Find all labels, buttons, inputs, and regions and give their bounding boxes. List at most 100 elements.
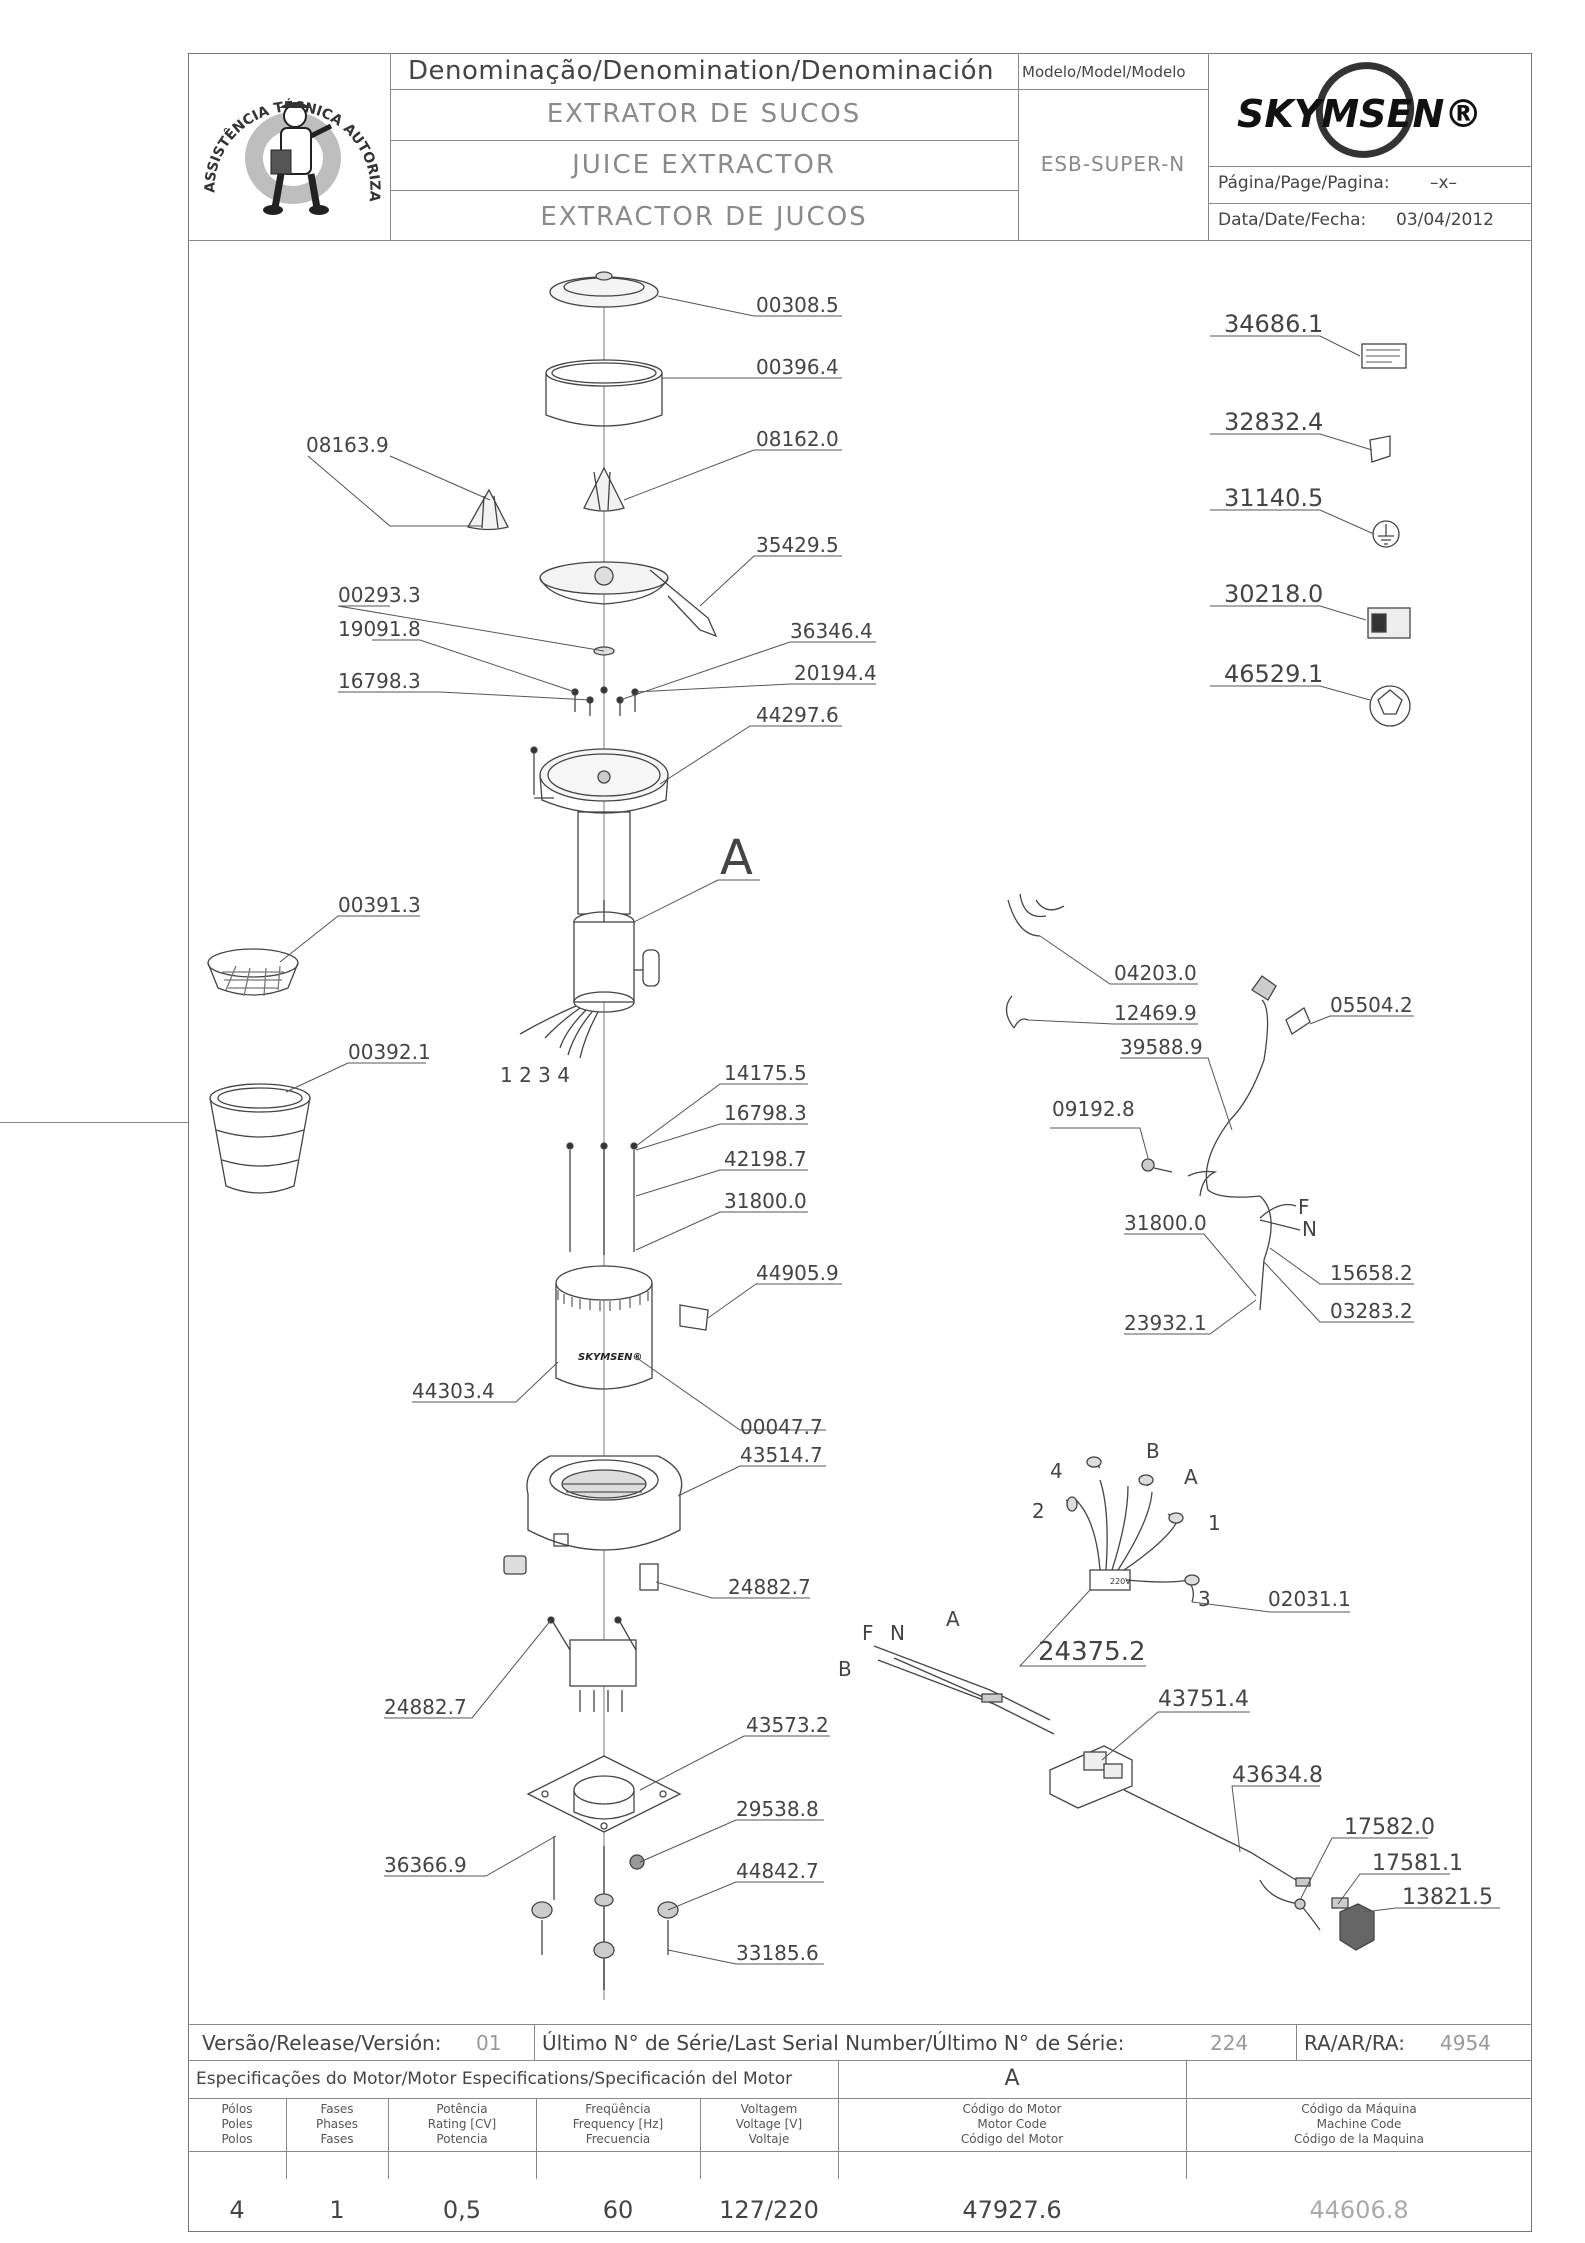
version-value: 01 — [476, 2031, 502, 2055]
skymsen-logo: SKYMSEN® — [1237, 62, 1482, 158]
label-assembly-a: A — [720, 830, 753, 886]
label-43514-7: 43514.7 — [740, 1443, 823, 1467]
model-label: Modelo/Model/Modelo — [1022, 63, 1186, 81]
terminal-label-b: B — [1146, 1439, 1160, 1463]
label-32832-4: 32832.4 — [1224, 408, 1323, 436]
label-23932-1: 23932.1 — [1124, 1311, 1207, 1335]
label-05504-2: 05504.2 — [1330, 993, 1413, 1017]
label-20194-4: 20194.4 — [794, 661, 877, 685]
name-es: EXTRACTOR DE JUCOS — [540, 202, 868, 232]
label-29538-8: 29538.8 — [736, 1797, 819, 1821]
label-34686-1: 34686.1 — [1224, 310, 1323, 338]
cable-bundle-part — [873, 1645, 1055, 1735]
label-24375-2: 24375.2 — [1038, 1637, 1146, 1667]
drawing-sheet — [188, 53, 1532, 2232]
label-35429-5: 35429.5 — [756, 533, 839, 557]
motor-assembly-part — [519, 900, 660, 1059]
reamer-small-part — [467, 488, 509, 531]
label-33185-6: 33185.6 — [736, 1941, 819, 1965]
label-36366-9: 36366.9 — [384, 1853, 467, 1877]
label-16798-3-a: 16798.3 — [338, 669, 421, 693]
cable-label-a: A — [946, 1607, 960, 1631]
label-19091-8: 19091.8 — [338, 617, 421, 641]
svg-text:220V: 220V — [1110, 1577, 1131, 1586]
inmetro-seal-part — [1369, 685, 1411, 727]
svg-text:SKYMSEN®: SKYMSEN® — [1237, 92, 1482, 136]
power-plug-part — [1251, 975, 1277, 1001]
sticker-part — [1369, 435, 1391, 463]
cable-label-b: B — [838, 1657, 852, 1681]
authorized-assistance-stamp: ASSISTÊNCIA TÉCNICA AUTORIZADA — [195, 58, 383, 215]
label-13821-5: 13821.5 — [1402, 1885, 1493, 1910]
capacitor-bracket-part — [639, 1563, 659, 1591]
cup-ring-part — [545, 359, 663, 427]
label-44842-7: 44842.7 — [736, 1859, 819, 1883]
terminal-label-2: 2 — [1032, 1499, 1045, 1523]
housing-cylinder-part: SKYMSEN® — [555, 1265, 653, 1390]
connector-part — [1294, 1898, 1306, 1910]
motor-code-value: 47927.6 — [962, 2196, 1062, 2224]
label-00396-4: 00396.4 — [756, 355, 839, 379]
on-off-switch-part — [1339, 1903, 1375, 1951]
label-08163-9: 08163.9 — [306, 433, 389, 457]
terminal-label-4: 4 — [1050, 1459, 1063, 1483]
denomination-label: Denominação/Denomination/Denominación — [408, 56, 994, 86]
name-pt: EXTRATOR DE SUCOS — [546, 99, 862, 129]
label-30218-0: 30218.0 — [1224, 580, 1323, 608]
pulp-cup-part — [209, 1083, 311, 1194]
name-en: JUICE EXTRACTOR — [572, 150, 836, 180]
serial-label: Último N° de Série/Last Serial Number/Úl… — [542, 2031, 1125, 2055]
fold-mark — [0, 1122, 188, 1123]
machine-code-value: 44606.8 — [1309, 2196, 1409, 2224]
page-label: Página/Page/Pagina: — [1218, 173, 1390, 193]
label-39588-9: 39588.9 — [1120, 1035, 1203, 1059]
label-42198-7: 42198.7 — [724, 1147, 807, 1171]
label-43751-4: 43751.4 — [1158, 1687, 1249, 1712]
label-17582-0: 17582.0 — [1344, 1815, 1435, 1840]
motor-wire-numbers: 1 2 3 4 — [500, 1063, 570, 1087]
label-31800-0-b: 31800.0 — [1124, 1211, 1207, 1235]
tank-top-part — [534, 748, 669, 814]
label-44297-6: 44297.6 — [756, 703, 839, 727]
label-14175-5: 14175.5 — [724, 1061, 807, 1085]
label-15658-2: 15658.2 — [1330, 1261, 1413, 1285]
plug-tag-part — [1285, 1007, 1311, 1035]
rating-value: 0,5 — [442, 2196, 482, 2224]
version-label: Versão/Release/Versión: — [202, 2031, 442, 2055]
wire-label-f: F — [1298, 1195, 1310, 1219]
label-00308-5: 00308.5 — [756, 293, 839, 317]
label-12469-9: 12469.9 — [1114, 1001, 1197, 1025]
voltage-value: 127/220 — [719, 2196, 819, 2224]
switch-button-part — [503, 1555, 527, 1575]
ra-value: 4954 — [1440, 2031, 1491, 2055]
label-00391-3: 00391.3 — [338, 893, 421, 917]
cable-gland-part — [1141, 1158, 1155, 1172]
label-43634-8: 43634.8 — [1232, 1763, 1323, 1788]
date-value: 03/04/2012 — [1396, 210, 1494, 230]
label-00047-7: 00047.7 — [740, 1415, 823, 1439]
label-46529-1: 46529.1 — [1224, 660, 1323, 688]
phases-value: 1 — [329, 2196, 345, 2224]
ra-label: RA/AR/RA: — [1304, 2031, 1405, 2055]
fan-gear-part — [629, 1854, 645, 1870]
wire-label-n: N — [1302, 1217, 1317, 1241]
label-24882-7-b: 24882.7 — [384, 1695, 467, 1719]
label-31140-5: 31140.5 — [1224, 484, 1323, 512]
label-03283-2: 03283.2 — [1330, 1299, 1413, 1323]
lid-part — [549, 271, 659, 308]
cable-label-f: F — [862, 1621, 874, 1645]
label-sticker-part — [679, 1304, 709, 1331]
label-00392-1: 00392.1 — [348, 1040, 431, 1064]
motor-assembly-ref: A — [1004, 2066, 1020, 2091]
model-value: ESB-SUPER-N — [1040, 152, 1186, 176]
terminal-label-1: 1 — [1208, 1511, 1221, 1535]
filter-basket-part — [207, 948, 299, 997]
label-04203-0: 04203.0 — [1114, 961, 1197, 985]
frequency-value: 60 — [602, 2196, 634, 2224]
wire-harness-part — [1005, 893, 1065, 1029]
